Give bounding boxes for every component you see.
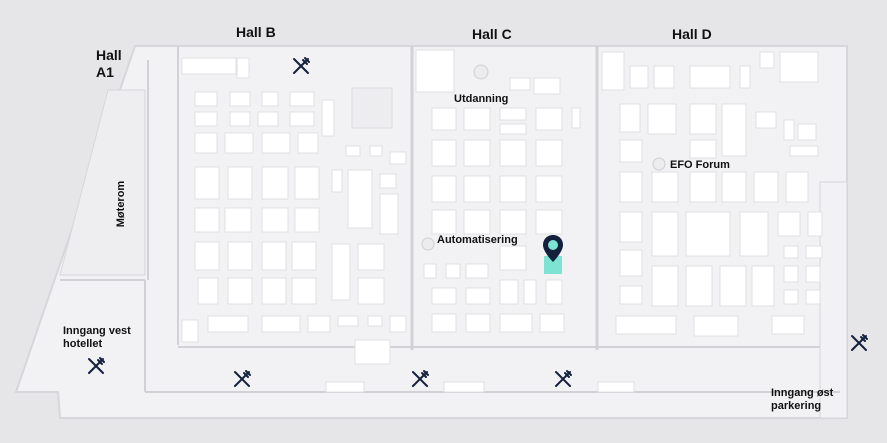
hall-a1-label: Hall A1: [96, 47, 122, 81]
map-pin-icon[interactable]: [542, 234, 564, 264]
hall-b-booths: [181, 57, 407, 343]
meeting-room-label: Møterom: [115, 180, 128, 228]
west-entrance-line1: Inngang vest: [63, 325, 131, 337]
east-entrance-label: Inngang øst parkering: [771, 387, 833, 413]
fork-knife-icon[interactable]: [291, 56, 311, 76]
hall-b-label: Hall B: [236, 24, 276, 40]
east-entrance-line1: Inngang øst: [771, 387, 834, 399]
hall-d-label: Hall D: [672, 26, 712, 42]
fork-knife-icon[interactable]: [86, 356, 106, 376]
east-entrance-line2: parkering: [771, 400, 822, 412]
hall-a1-label-line1: Hall: [96, 47, 122, 63]
fork-knife-icon[interactable]: [849, 333, 869, 353]
hall-c-booths: [415, 49, 581, 333]
hall-d-booths: [601, 51, 823, 337]
west-entrance-line2: hotellet: [63, 338, 103, 350]
utdanning-label[interactable]: Utdanning: [454, 93, 509, 105]
automatisering-label[interactable]: Automatisering: [437, 234, 518, 246]
fork-knife-icon[interactable]: [553, 369, 573, 389]
hall-a1-label-line2: A1: [96, 64, 114, 80]
fork-knife-icon[interactable]: [232, 369, 252, 389]
meeting-room-area: [59, 89, 146, 276]
fork-knife-icon[interactable]: [410, 369, 430, 389]
efo-forum-label[interactable]: EFO Forum: [670, 159, 730, 171]
highlighted-booth[interactable]: [544, 256, 562, 274]
west-entrance-label: Inngang vest hotellet: [63, 325, 131, 351]
hall-c-label: Hall C: [472, 26, 512, 42]
